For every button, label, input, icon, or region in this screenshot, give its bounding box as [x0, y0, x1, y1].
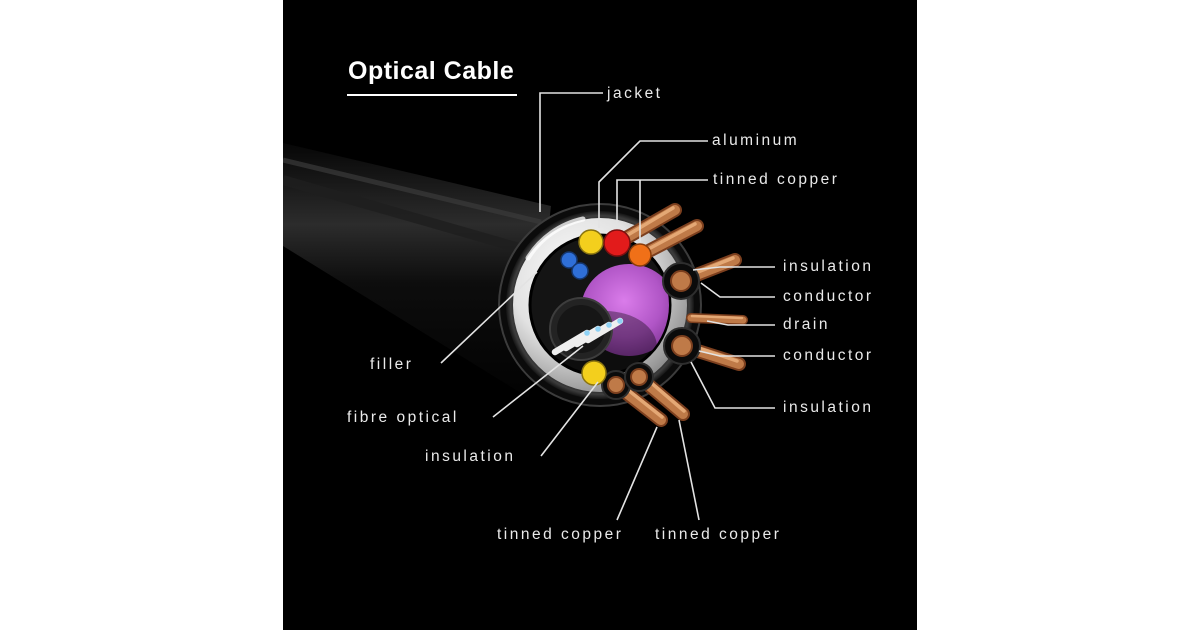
leader-lines: [440, 92, 775, 521]
optical-cable-illustration: [283, 92, 775, 521]
conductor-upper: [662, 253, 742, 300]
fibre-strands: [551, 317, 624, 356]
label-drain: drain: [783, 316, 830, 333]
diagram-title: Optical Cable: [347, 57, 518, 96]
cable-cross-section: [498, 203, 748, 427]
leader-drain: [706, 320, 775, 326]
leader-tinned-copper-top-a: [616, 179, 708, 229]
leader-tinned-copper-bottom-left: [616, 426, 658, 521]
label-conductor-upper-right: conductor: [783, 288, 874, 305]
label-insulation-bottom: insulation: [425, 448, 516, 465]
label-insulation-upper-right: insulation: [783, 258, 874, 275]
blue-wire: [560, 251, 578, 269]
fibre-tips: [584, 318, 623, 336]
leader-filler: [440, 271, 538, 364]
copper-core: [630, 368, 648, 386]
red-wire: [603, 229, 631, 257]
leader-conductor-upper: [700, 282, 775, 298]
leader-jacket: [539, 92, 603, 212]
yellow-wire-bottom: [581, 360, 607, 386]
leader-tinned-copper-bottom-right: [678, 419, 700, 521]
copper-core: [670, 270, 692, 292]
label-conductor-lower-right: conductor: [783, 347, 874, 364]
conductor-lower: [663, 327, 746, 371]
label-tinned-copper-bottom-left: tinned copper: [497, 526, 624, 543]
yellow-wire: [578, 229, 604, 255]
blue-wire: [571, 262, 589, 280]
label-tinned-copper-top: tinned copper: [713, 171, 840, 188]
orange-wire: [628, 243, 652, 267]
fibre-strand: [584, 317, 624, 344]
drain-wire: [686, 313, 748, 325]
leader-insulation-upper: [692, 266, 775, 271]
label-jacket: jacket: [607, 85, 663, 102]
leader-insulation-bottom: [540, 381, 599, 457]
label-aluminum: aluminum: [712, 132, 800, 149]
leader-fibre-optical: [492, 345, 584, 418]
cable-body: [283, 143, 551, 398]
copper-core: [671, 335, 693, 357]
foil-highlight: [525, 216, 586, 261]
leader-conductor-lower: [698, 350, 775, 357]
copper-core: [607, 376, 625, 394]
leader-aluminum: [598, 140, 708, 228]
label-filler: filler: [370, 356, 414, 373]
diagram-panel: Optical Cable jacket aluminum tinned cop…: [283, 0, 917, 630]
label-insulation-lower-right: insulation: [783, 399, 874, 416]
label-fibre-optical: fibre optical: [347, 409, 459, 426]
leader-insulation-lower: [690, 361, 775, 409]
label-tinned-copper-bottom-right: tinned copper: [655, 526, 782, 543]
